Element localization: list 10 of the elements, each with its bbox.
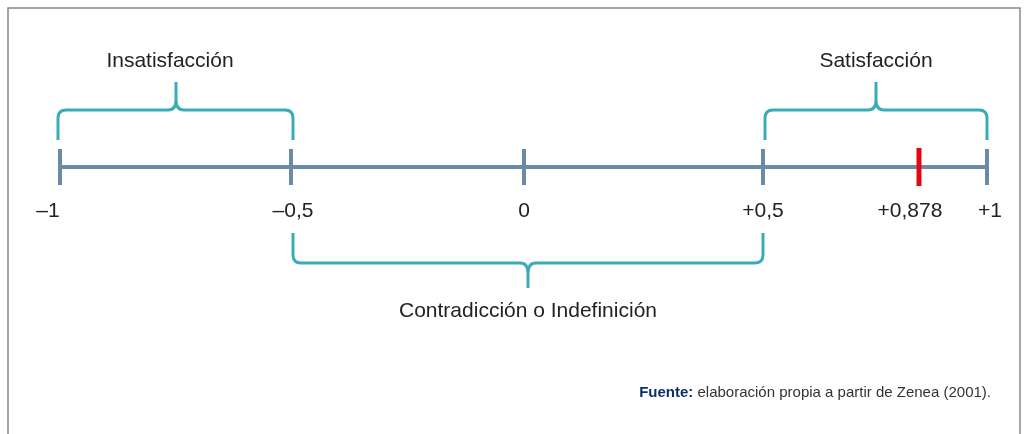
scale-label: Contradicción o Indefinición [399, 298, 657, 322]
scale-label: Satisfacción [819, 48, 933, 72]
tick-label: –0,5 [272, 198, 314, 222]
scale-label: Insatisfacción [106, 48, 234, 72]
tick-label: 0 [518, 198, 530, 222]
tick-label: –1 [36, 198, 60, 222]
source-note: Fuente: elaboración propia a partir de Zenea (2001). [639, 383, 991, 400]
tick-label: +0,878 [877, 198, 943, 222]
tick-label: +1 [978, 198, 1002, 222]
tick-label: +0,5 [742, 198, 784, 222]
